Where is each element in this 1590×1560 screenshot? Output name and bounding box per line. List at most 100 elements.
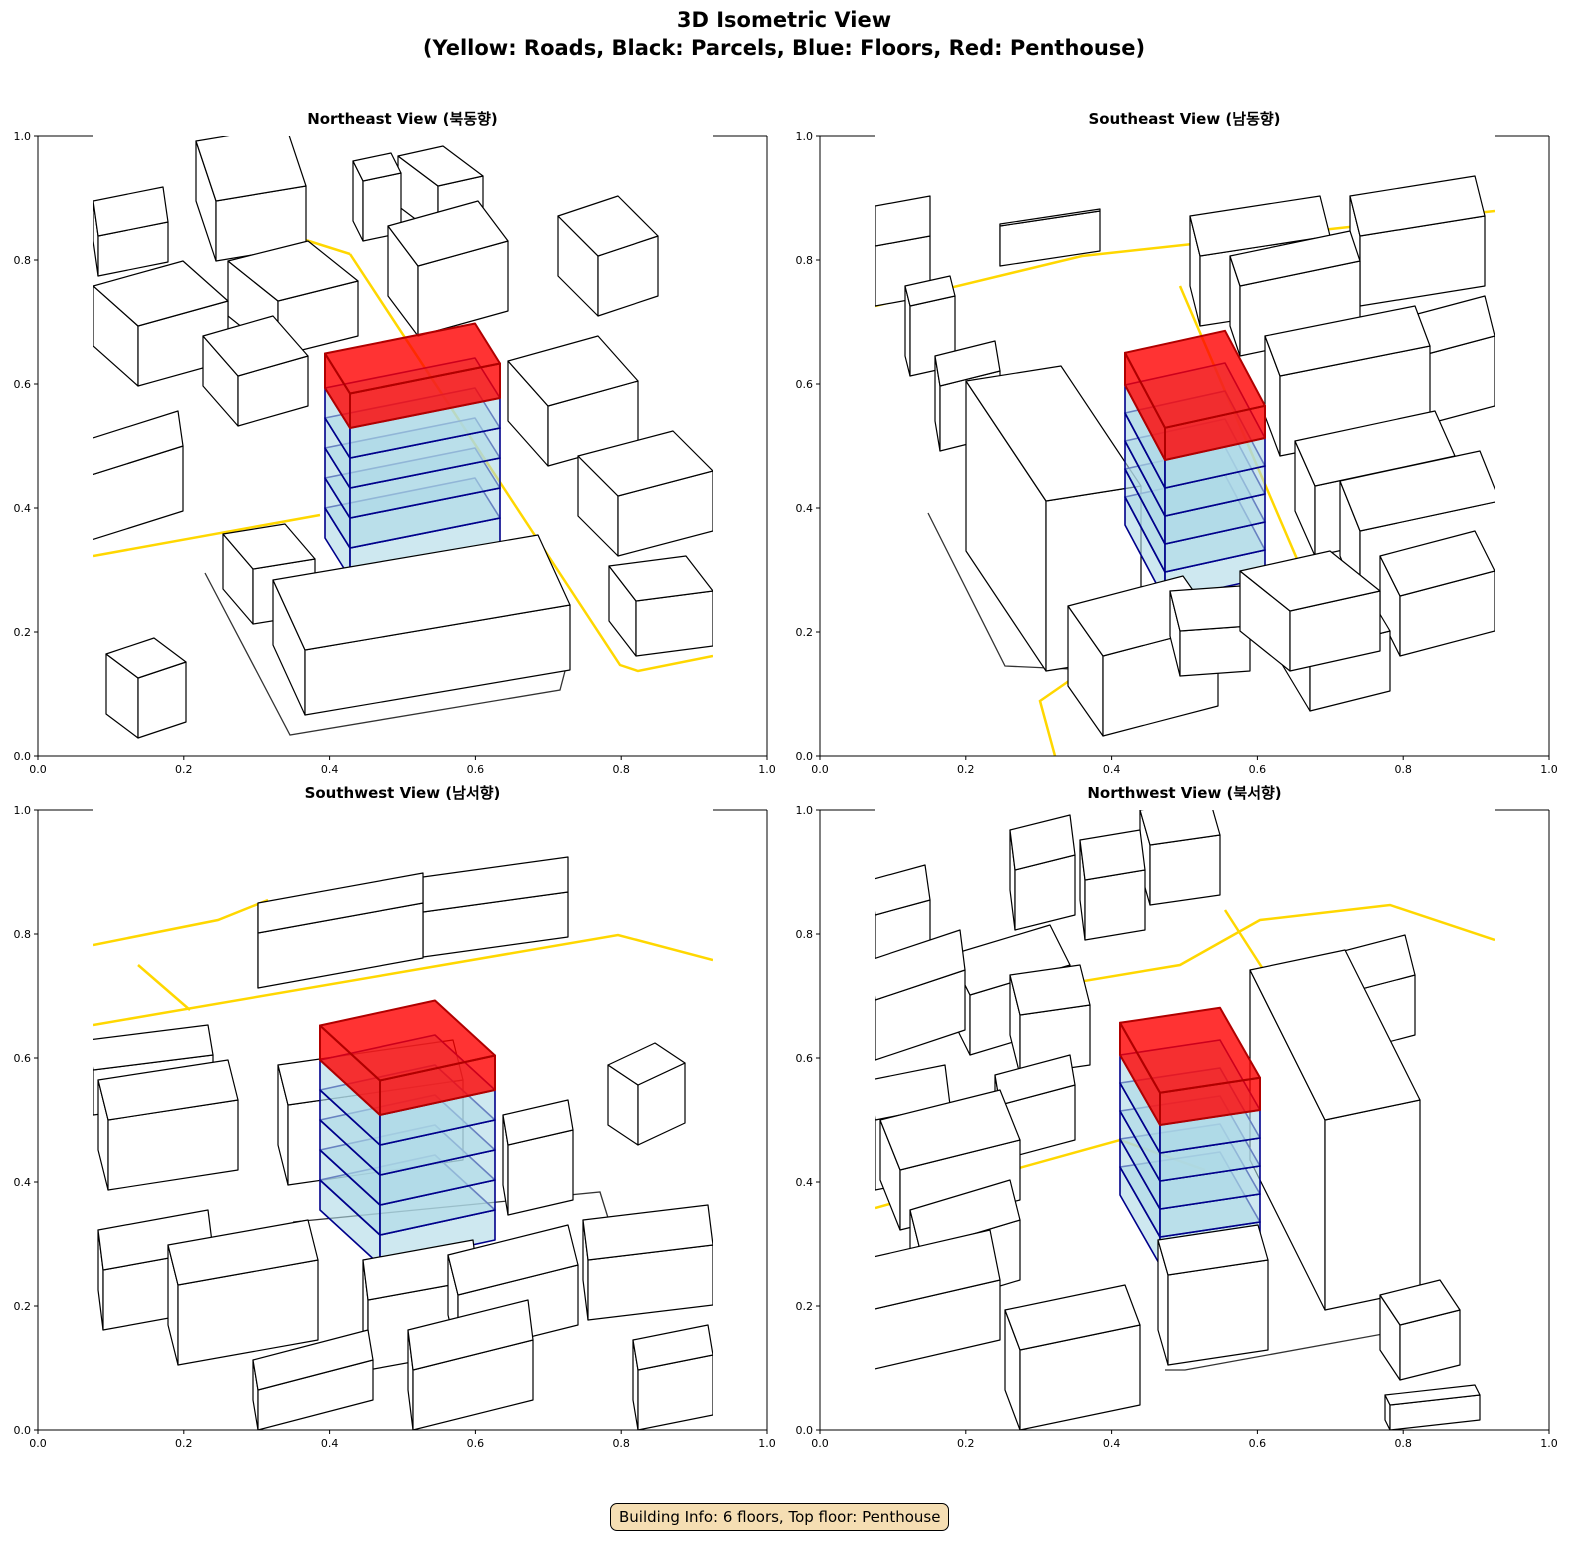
top-face	[93, 186, 169, 237]
y-tick-label: 0.8	[796, 928, 814, 941]
neighbor-building	[97, 1059, 239, 1191]
title-line-1: 3D Isometric View	[676, 8, 892, 32]
parcel-outline	[204, 572, 566, 736]
x-tick-label: 0.8	[612, 1437, 630, 1450]
neighbor-building	[422, 856, 569, 958]
neighbor-building	[93, 410, 184, 541]
top-face	[105, 637, 187, 679]
neighbor-building	[1009, 814, 1076, 931]
y-tick-label: 0.0	[796, 750, 814, 763]
y-tick-label: 0.6	[14, 378, 32, 391]
front-face	[587, 1244, 713, 1321]
top-face	[1339, 450, 1495, 532]
y-tick-label: 0.4	[14, 1176, 32, 1189]
top-face	[167, 1219, 319, 1286]
x-tick-label: 0.0	[811, 1437, 829, 1450]
top-face	[222, 523, 316, 570]
top-face	[1379, 1279, 1461, 1326]
top-face	[407, 1299, 534, 1371]
top-face	[1264, 305, 1431, 377]
neighbor-building	[252, 1329, 374, 1430]
neighbor-building	[999, 208, 1101, 267]
x-tick-label: 0.6	[1249, 763, 1267, 776]
top-face	[1229, 230, 1361, 287]
side-face	[875, 1115, 876, 1191]
top-face	[1239, 550, 1381, 612]
front-face	[1149, 834, 1221, 906]
front-face	[635, 590, 713, 657]
neighbor-building	[507, 335, 639, 467]
neighbor-building	[1409, 295, 1495, 427]
top-face	[1249, 949, 1421, 1121]
x-tick-label: 0.4	[321, 763, 339, 776]
x-tick-label: 0.8	[1394, 763, 1412, 776]
top-face	[577, 430, 713, 497]
penthouse	[324, 322, 501, 429]
top-face	[999, 208, 1101, 227]
neighbor-building	[502, 1099, 574, 1216]
penthouse	[319, 999, 496, 1116]
neighbor-building	[1249, 949, 1421, 1311]
neighbor-building	[1009, 964, 1091, 1076]
top-face	[965, 365, 1142, 502]
top-face	[93, 1024, 214, 1071]
neighbor-building	[1169, 585, 1251, 677]
y-tick-label: 0.4	[796, 502, 814, 515]
y-tick-label: 0.0	[796, 1424, 814, 1437]
neighbor-building	[93, 186, 169, 277]
top-face	[352, 152, 402, 182]
neighbor-building	[1384, 1384, 1481, 1430]
building-info-box: Building Info: 6 floors, Top floor: Pent…	[610, 1503, 950, 1531]
scene	[875, 810, 1495, 1430]
y-tick-label: 0.8	[14, 254, 32, 267]
panel-title: Southeast View (남동향)	[1088, 110, 1281, 128]
top-face	[1009, 964, 1091, 1016]
neighbor-building	[195, 136, 307, 262]
y-tick-label: 0.2	[796, 1300, 814, 1313]
front-face	[637, 1354, 713, 1430]
side-face	[875, 910, 876, 961]
front-face	[999, 210, 1101, 267]
neighbor-building	[1004, 1284, 1141, 1430]
top-face	[875, 864, 931, 916]
top-face	[994, 1054, 1076, 1106]
road-line	[999, 903, 1495, 997]
road-line	[93, 513, 321, 558]
y-tick-label: 0.8	[796, 254, 814, 267]
neighbor-building	[202, 315, 309, 427]
x-tick-label: 0.0	[29, 1437, 47, 1450]
top-face	[97, 1059, 239, 1121]
neighbor-building	[167, 1219, 319, 1366]
top-face	[875, 195, 931, 247]
top-face	[252, 1329, 374, 1391]
y-tick-label: 1.0	[796, 130, 814, 143]
x-tick-label: 0.8	[1394, 1437, 1412, 1450]
neighbor-building	[1379, 530, 1495, 657]
neighbor-building	[1239, 550, 1381, 672]
top-face	[93, 260, 229, 327]
front-face	[1167, 1259, 1269, 1366]
top-face	[1384, 1384, 1481, 1406]
neighbor-building	[407, 1299, 534, 1430]
panel-title: Northwest View (북서향)	[1087, 784, 1282, 802]
top-face	[1189, 195, 1331, 257]
top-face	[608, 555, 713, 602]
x-tick-label: 0.4	[1103, 763, 1121, 776]
title-line-2: (Yellow: Roads, Black: Parcels, Blue: Fl…	[422, 36, 1146, 60]
top-face	[195, 136, 307, 202]
top-face	[93, 410, 184, 476]
x-tick-label: 0.6	[467, 763, 485, 776]
top-face	[909, 1179, 1021, 1251]
scene	[93, 136, 713, 739]
x-tick-label: 1.0	[758, 1437, 776, 1450]
neighbor-building	[1139, 810, 1221, 906]
y-tick-label: 1.0	[14, 804, 32, 817]
top-face	[1349, 175, 1486, 237]
top-face	[557, 195, 659, 257]
x-tick-label: 0.0	[29, 763, 47, 776]
neighbor-building	[1349, 175, 1486, 307]
neighbor-building	[257, 872, 424, 989]
